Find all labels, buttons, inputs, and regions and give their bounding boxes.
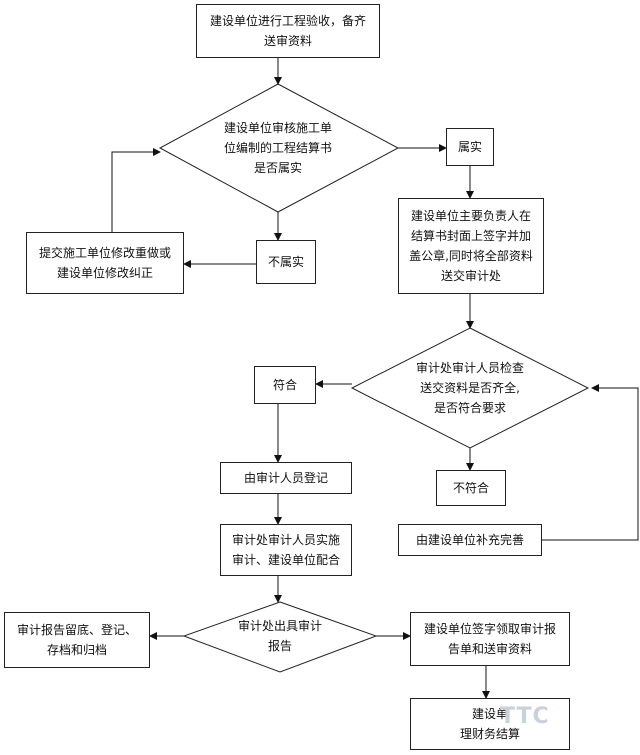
- decision-2-label: 审计处审计人员检查送交资料是否齐全,是否符合要求: [415, 361, 524, 415]
- node-audit: 审计处审计人员实施审计、建设单位配合: [220, 524, 352, 576]
- node-sign-seal: 建设单位主要负责人在结算书封面上签字并加盖公章,同时将全部资料送交审计处: [398, 198, 544, 294]
- node-register: 由审计人员登记: [220, 462, 352, 494]
- node-no-1: 不属实: [256, 240, 316, 284]
- node-yes-2: 符合: [254, 366, 316, 404]
- node-archive: 审计报告留底、登记、存档和归档: [4, 612, 150, 668]
- node-collect-report: 建设单位签字领取审计报告单和送审资料: [410, 612, 570, 666]
- node-no-2: 不符合: [436, 470, 506, 506]
- node-supplement: 由建设单位补充完善: [398, 524, 542, 556]
- node-yes-1: 属实: [446, 128, 494, 166]
- node-revise-1: 提交施工单位修改重做或建设单位修改纠正: [26, 232, 184, 294]
- decision-1-label: 建设单位审核施工单位编制的工程结算书是否属实: [223, 121, 332, 175]
- decision-3-label: 审计处出具审计报告: [237, 619, 322, 653]
- node-final: 建设单理财务结算: [410, 698, 570, 750]
- edge-fix1-d1: [111, 148, 161, 232]
- watermark-logo: TTC: [500, 704, 550, 729]
- node-start: 建设单位进行工程验收，备齐送审资料: [196, 4, 380, 58]
- edge-fix2-d2: [542, 384, 639, 541]
- decision-diamond-3: [182, 601, 378, 673]
